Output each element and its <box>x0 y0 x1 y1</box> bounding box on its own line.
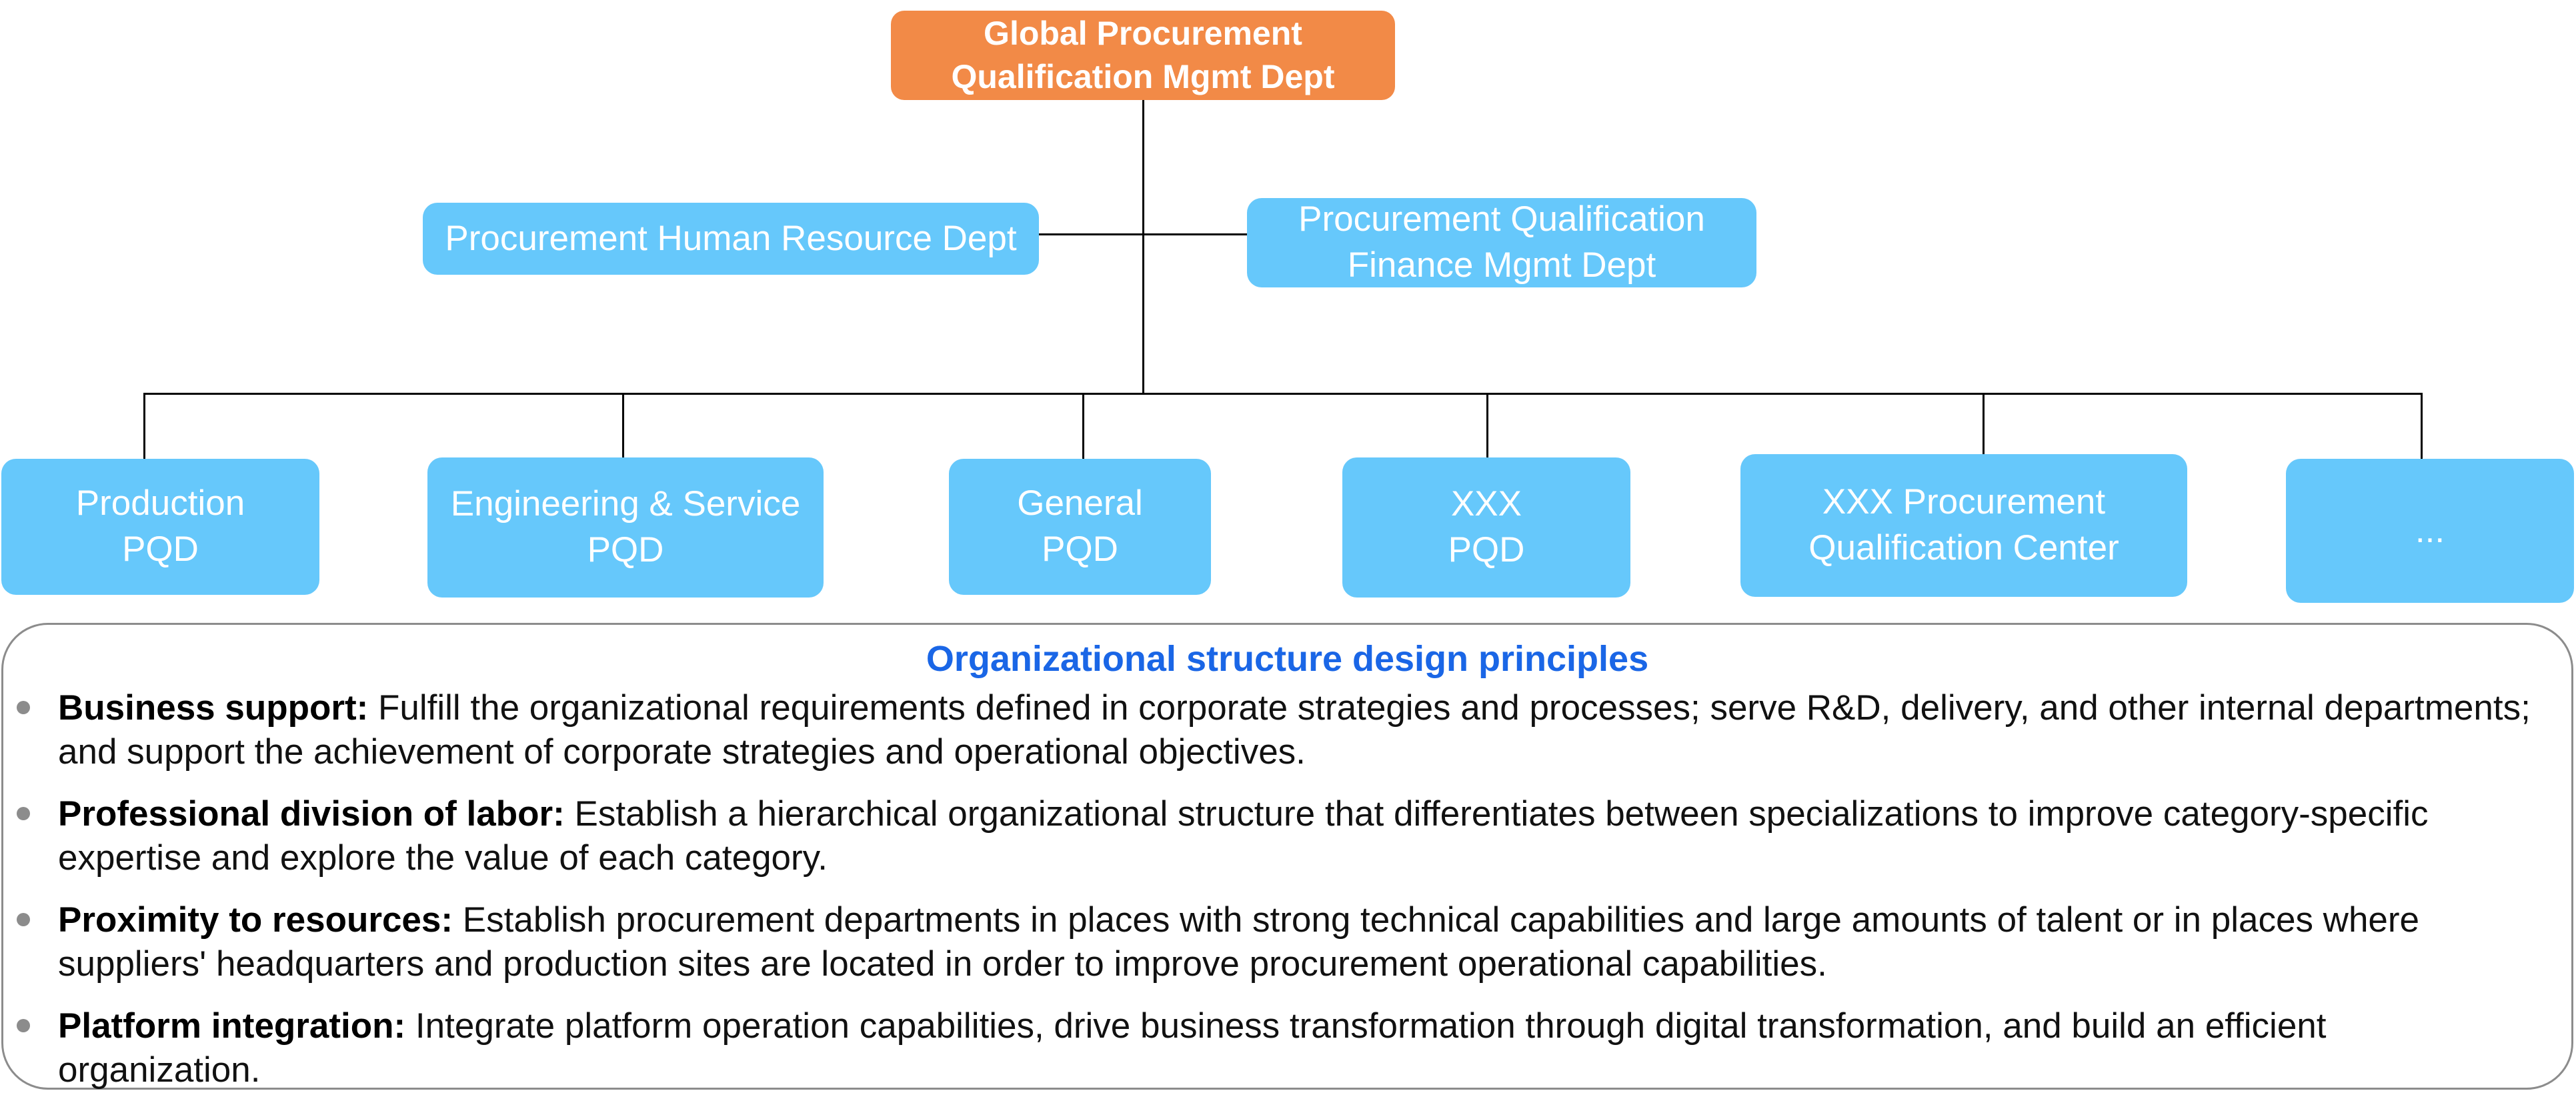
principle-text: Fulfill the organizational requirements … <box>58 688 2531 772</box>
principle-text: Establish a hierarchical organizational … <box>58 794 2429 878</box>
principle-item: Proximity to resources: Establish procur… <box>17 898 2532 986</box>
principle-item: Business support: Fulfill the organizati… <box>17 686 2532 774</box>
unit-node-general-label: General PQD <box>1017 483 1143 569</box>
principle-text: Integrate platform operation capabilitie… <box>58 1006 2327 1090</box>
staff-node-hr-label: Procurement Human Resource Dept <box>445 218 1017 258</box>
connector-unit-general <box>1082 393 1084 459</box>
principle-item: Professional division of labor: Establis… <box>17 792 2532 880</box>
connector-unit-production <box>143 393 145 459</box>
root-node-label: Global Procurement Qualification Mgmt De… <box>951 15 1335 95</box>
bullet-dot-icon <box>17 701 30 714</box>
unit-node-engineering-label: Engineering & Service PQD <box>450 484 801 570</box>
connector-unit-xxx-center <box>1983 393 1985 454</box>
staff-node-finance: Procurement Qualification Finance Mgmt D… <box>1247 198 1756 287</box>
bullet-dot-icon <box>17 913 30 926</box>
unit-node-xxx-center: XXX Procurement Qualification Center <box>1740 454 2187 597</box>
unit-node-xxx-center-label: XXX Procurement Qualification Center <box>1808 482 2119 568</box>
principle-item: Platform integration: Integrate platform… <box>17 1004 2532 1092</box>
unit-node-production-label: Production PQD <box>75 483 245 569</box>
principles-title: Organizational structure design principl… <box>926 639 1649 679</box>
unit-node-xxx-pqd-label: XXX PQD <box>1448 484 1525 570</box>
unit-node-more-label: ... <box>2415 510 2445 550</box>
principle-text: Establish procurement departments in pla… <box>58 900 2420 984</box>
principle-heading: Proximity to resources: <box>58 900 453 940</box>
bullet-dot-icon <box>17 807 30 820</box>
connector-unit-more <box>2421 393 2423 459</box>
unit-node-xxx-pqd: XXX PQD <box>1342 457 1630 598</box>
connector-staff-left <box>1038 233 1144 235</box>
principle-heading: Professional division of labor: <box>58 794 565 834</box>
staff-node-finance-label: Procurement Qualification Finance Mgmt D… <box>1298 199 1705 285</box>
bullet-dot-icon <box>17 1019 30 1032</box>
root-node: Global Procurement Qualification Mgmt De… <box>891 11 1395 100</box>
unit-node-general: General PQD <box>949 459 1211 595</box>
connector-unit-xxx-pqd <box>1486 393 1488 459</box>
connector-units-bus <box>143 393 2422 395</box>
principles-panel: Organizational structure design principl… <box>1 623 2573 1090</box>
connector-staff-right <box>1142 233 1249 235</box>
connector-root-trunk <box>1142 100 1144 393</box>
principle-heading: Business support: <box>58 688 369 728</box>
unit-node-engineering: Engineering & Service PQD <box>427 457 824 598</box>
unit-node-production: Production PQD <box>1 459 319 595</box>
principle-heading: Platform integration: <box>58 1006 406 1046</box>
connector-unit-engineering <box>622 393 624 457</box>
staff-node-hr: Procurement Human Resource Dept <box>423 203 1039 275</box>
unit-node-more: ... <box>2286 459 2574 603</box>
